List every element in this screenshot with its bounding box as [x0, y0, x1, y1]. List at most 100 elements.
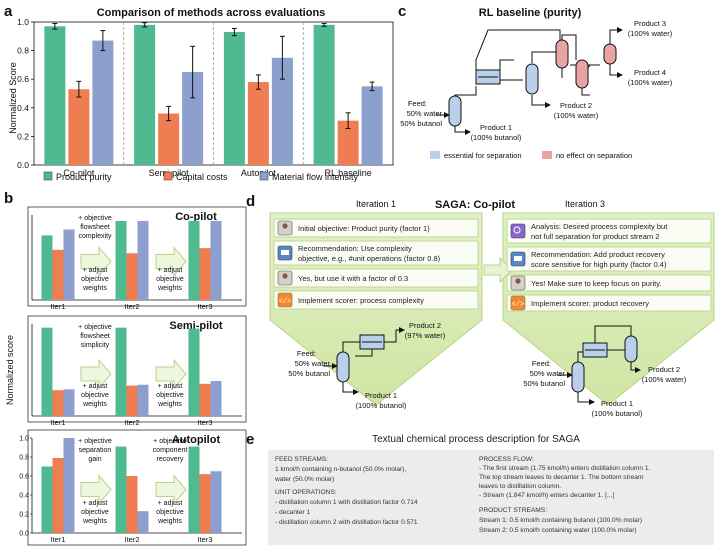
iter-arrow: [483, 256, 513, 284]
bar: [63, 229, 75, 300]
iter-right-label: Iteration 3: [565, 199, 605, 209]
svg-text:</>: </>: [279, 298, 292, 306]
desc-right-4: - Stream (1.847 kmol/h) enters decanter …: [479, 492, 614, 499]
annotation: + objective: [153, 438, 187, 445]
annotation: + adjust: [158, 383, 183, 390]
rf-p2-1: Product 2: [648, 365, 680, 374]
description-right: PROCESS FLOW: - The first stream (1.75 k…: [479, 456, 651, 534]
rf-p1-2: (100% butanol): [592, 409, 643, 418]
desc-right-1: - The first stream (1.75 kmol/h) enters …: [479, 465, 651, 472]
panel-e-title: Textual chemical process description for…: [372, 434, 580, 445]
annotation: + adjust: [83, 383, 108, 390]
y-tick-label: 0.8: [17, 46, 29, 56]
desc-left-1: 1 kmol/h containing n-butanol (50.0% mol…: [275, 466, 406, 473]
rl-feed-3: 50% butanol: [400, 119, 442, 128]
annotation: objective: [81, 509, 109, 516]
rf-feed-1: Feed:: [532, 359, 551, 368]
progress-arrow: [80, 358, 112, 390]
progress-arrow: [155, 358, 187, 390]
annotation: + adjust: [83, 267, 108, 274]
code-icon: [510, 295, 526, 311]
bar: [41, 466, 53, 533]
rl-labels: Feed: 50% water 50% butanol Product 1 (1…: [400, 19, 673, 142]
bar: [44, 26, 66, 166]
annotation: weights: [82, 285, 107, 292]
annotation: objective: [81, 392, 109, 399]
description-box: [268, 450, 714, 545]
chat-right-1: Analysis: Desired process complexity but: [531, 222, 668, 231]
x-tick-label: Iter2: [124, 302, 139, 311]
x-tick-label: Iter2: [124, 535, 139, 544]
left-flow-labels: Feed: 50% water 50% butanol Product 2 (9…: [288, 321, 445, 410]
x-tick-label: Iter1: [50, 418, 65, 427]
lf-p1-1: Product 1: [365, 391, 397, 400]
chat-right: Analysis: Desired process complexity but…: [506, 218, 712, 312]
y-tick-label: 0.0: [19, 531, 29, 538]
chat-bubble: [506, 218, 712, 244]
chat-bubble: [273, 240, 479, 266]
annotation: complexity: [78, 233, 112, 240]
rl-units: [448, 39, 617, 127]
bar: [313, 24, 335, 165]
bar: [92, 40, 114, 166]
bar: [188, 328, 200, 416]
annotation: objective: [156, 509, 184, 516]
rl-p3-1: Product 3: [634, 19, 666, 28]
bar: [137, 384, 149, 416]
bar: [126, 253, 138, 300]
x-tick-label: Co-pilot: [63, 168, 95, 178]
annotation: weights: [157, 401, 182, 408]
annotation: objective: [81, 276, 109, 283]
legend-label: Capital costs: [176, 172, 228, 182]
subpanel-title: Co-pilot: [175, 211, 217, 223]
bar: [188, 446, 200, 533]
rl-p4-2: (100% water): [628, 78, 673, 87]
panel-b-ylabel: Normalized score: [5, 335, 15, 405]
annotation: gain: [88, 456, 101, 463]
annotation: flowsheet: [80, 224, 110, 231]
lf-feed-3: 50% butanol: [288, 369, 330, 378]
progress-arrow: [155, 474, 187, 505]
x-tick-label: Iter3: [197, 418, 212, 427]
chat-bubble: [273, 268, 479, 288]
code-icon: [277, 292, 293, 308]
chat-bubble: [506, 294, 712, 312]
legend-swatch: [163, 171, 173, 181]
x-tick-label: Iter1: [50, 535, 65, 544]
lf-p2-2: (97% water): [405, 331, 446, 340]
bar: [223, 32, 245, 166]
chat-left: Initial objective: Product purity (facto…: [273, 218, 479, 310]
bar: [271, 57, 293, 165]
chat-left-1: Initial objective: Product purity (facto…: [298, 224, 430, 233]
x-tick-label: RL baseline: [325, 168, 372, 178]
subpanel-title: Autopilot: [172, 434, 221, 446]
bar: [134, 24, 156, 165]
annotation: separation: [79, 447, 112, 454]
annotation: recovery: [157, 456, 184, 463]
annotation: + objective: [78, 324, 112, 331]
y-tick-label: 1.0: [19, 436, 29, 443]
annotation: simplicity: [81, 342, 110, 349]
y-tick-label: 0.6: [19, 474, 29, 481]
bar: [52, 249, 64, 300]
iter-left-label: Iteration 1: [356, 199, 396, 209]
bar: [63, 389, 75, 416]
y-tick-label: 1.0: [17, 17, 29, 27]
bar: [115, 446, 127, 533]
lf-feed-1: Feed:: [297, 349, 316, 358]
y-tick-label: 0.8: [19, 455, 29, 462]
column-1: [448, 95, 462, 127]
annotation: + adjust: [83, 500, 108, 507]
y-tick-label: 0.2: [19, 512, 29, 519]
desc-left-4: - distillation column 1 with distillatio…: [275, 499, 418, 506]
panel-d-letter: d: [246, 193, 255, 210]
legend-swatch: [259, 171, 269, 181]
annotation: weights: [157, 518, 182, 525]
annotation: + objective: [78, 215, 112, 222]
bar: [52, 457, 64, 533]
x-tick-label: Iter3: [197, 302, 212, 311]
legend-blue-swatch: [430, 151, 440, 159]
legend-blue-label: essential for separation: [444, 151, 522, 160]
bar: [182, 72, 204, 165]
